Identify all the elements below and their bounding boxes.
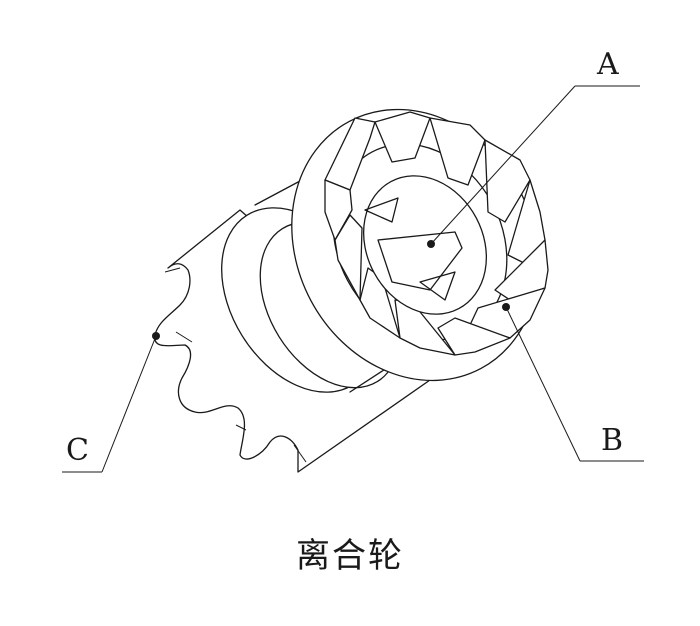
center-bore bbox=[362, 175, 488, 315]
leader-c bbox=[62, 332, 160, 473]
leader-a bbox=[427, 85, 640, 248]
callout-label-a: A bbox=[596, 47, 619, 82]
figure-caption: 离合轮 bbox=[296, 536, 404, 576]
leader-b bbox=[502, 303, 644, 462]
callout-label-b: B bbox=[601, 423, 623, 458]
callout-label-c: C bbox=[66, 433, 89, 468]
